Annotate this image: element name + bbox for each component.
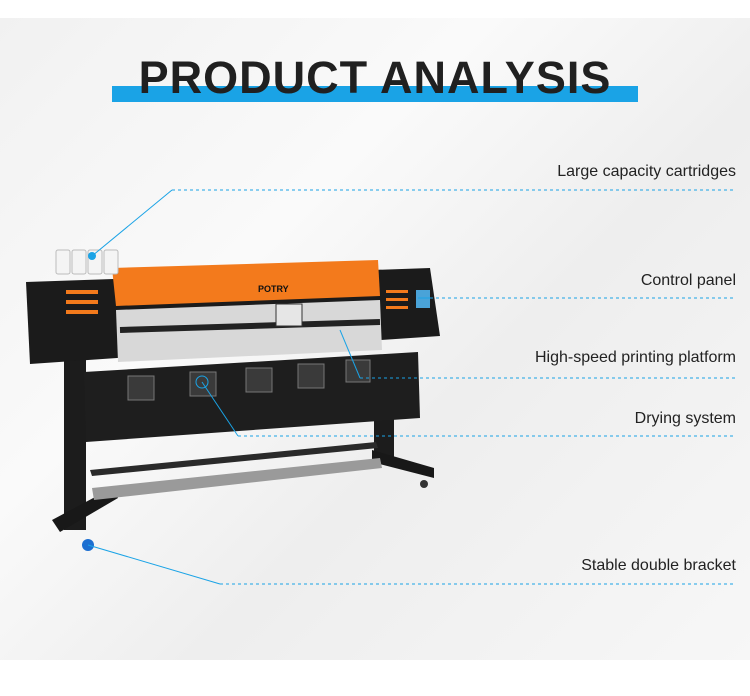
title-underline-bar [112,86,638,102]
leader-cartridges [91,189,173,257]
side-accent-stripes [66,290,408,314]
leader-bracket [87,544,221,585]
leader-platform [339,329,361,379]
left-leg [64,360,86,530]
control-panel-screen [416,290,430,308]
leader-drying [201,381,239,437]
orange-top-cover [112,260,380,306]
pinch-rollers [119,319,381,333]
fan-highlight-ring [195,375,209,389]
printing-platform [116,300,382,362]
right-foot [372,450,434,478]
print-head-carriage [275,303,303,327]
callout-dashed-lines [172,189,736,585]
callout-leaders [87,189,430,585]
crossbar [90,442,378,476]
drying-panel [84,352,420,442]
callout-bracket: Stable double bracket [581,557,736,574]
callout-control-panel: Control panel [640,272,736,289]
caster-wheel-right [420,480,428,488]
callout-drying-system: Drying system [634,410,736,427]
page-title: PRODUCT ANALYSIS [138,52,612,103]
ink-cartridges [55,249,119,275]
callout-cartridges: Large capacity cartridges [557,163,736,180]
brand-logo: POTRY [258,284,289,294]
media-roller [92,458,382,500]
callout-platform: High-speed printing platform [535,349,736,366]
